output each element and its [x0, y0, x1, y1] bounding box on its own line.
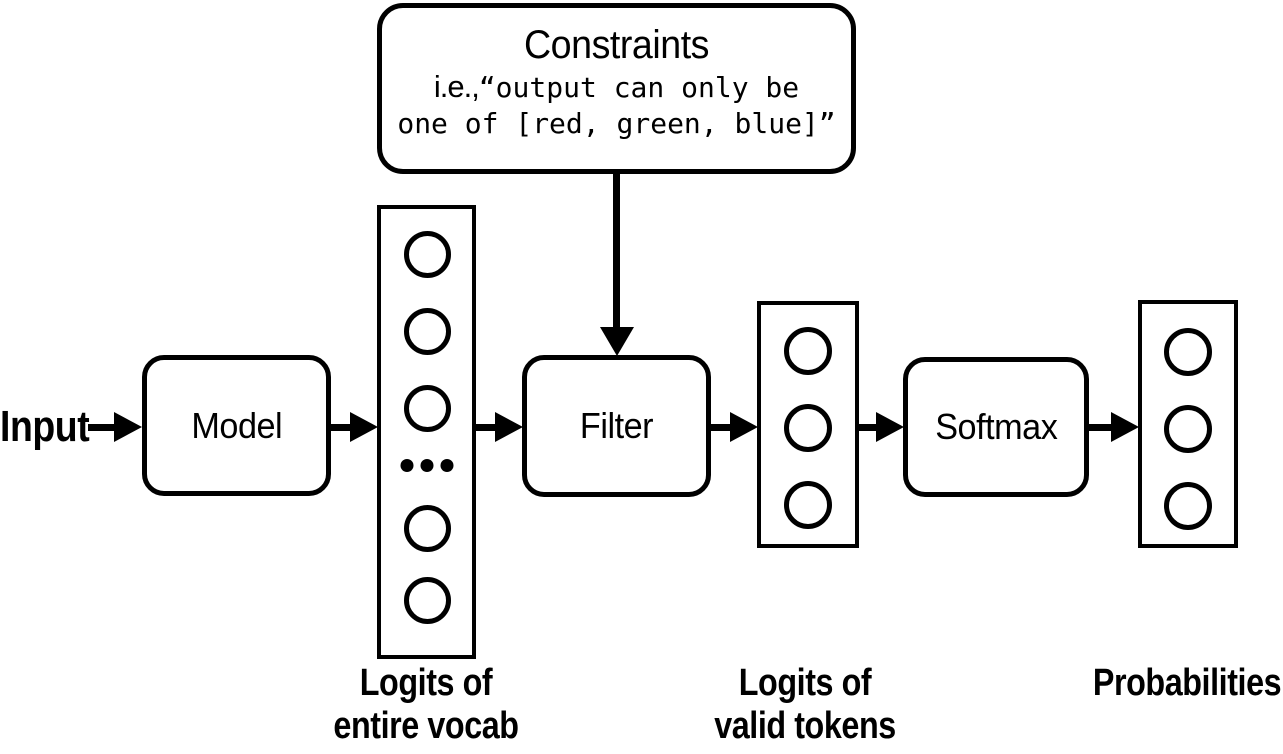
caption-line: Probabilities — [1092, 662, 1282, 704]
token-circle — [1164, 328, 1212, 376]
arrow-right-icon-valid-to-softmax — [858, 412, 904, 442]
softmax-node: Softmax — [903, 357, 1089, 497]
arrow-right-icon-vocab-to-filter — [474, 412, 523, 442]
arrow-shaft — [474, 423, 495, 431]
token-circle — [1164, 482, 1212, 530]
arrow-shaft — [88, 423, 114, 431]
arrow-shaft — [858, 423, 876, 431]
arrow-down-icon — [599, 173, 634, 356]
arrow-right-icon-filter-to-valid — [710, 412, 758, 442]
model-node-label: Model — [191, 404, 282, 446]
token-circle — [784, 327, 832, 375]
caption-logits-valid-tokens: Logits of valid tokens — [678, 662, 933, 748]
caption-logits-entire-vocab: Logits of entire vocab — [299, 662, 554, 748]
arrow-head — [495, 412, 523, 442]
arrow-right-icon-input-to-model — [88, 412, 142, 442]
constraints-example-line2: one of [red, green, blue]” — [397, 107, 836, 140]
token-circle — [403, 385, 451, 432]
token-circle — [784, 404, 832, 452]
arrow-shaft — [1088, 423, 1111, 431]
caption-probabilities: Probabilities — [1060, 662, 1283, 705]
token-circle — [403, 308, 451, 355]
valid-logits-column — [757, 301, 859, 548]
arrow-head — [599, 327, 634, 356]
constraints-example-line1: i.e.,“output can only be — [382, 69, 851, 106]
constraints-box: Constraints i.e.,“output can only be one… — [377, 3, 856, 174]
caption-line: Logits of — [738, 662, 872, 704]
vocab-logits-column — [377, 205, 476, 659]
arrow-head — [114, 412, 142, 442]
token-circle — [1164, 405, 1212, 453]
arrow-head — [350, 412, 378, 442]
arrow-right-icon-model-to-vocab — [330, 412, 378, 442]
constraints-example-quote-start: “output can only be — [478, 71, 800, 104]
constraints-example-prefix: i.e., — [433, 69, 480, 104]
constraints-title: Constraints — [523, 23, 710, 67]
arrow-right-icon-softmax-to-prob — [1088, 412, 1139, 442]
token-circle — [403, 505, 451, 552]
filter-node: Filter — [522, 355, 711, 497]
softmax-node-label: Softmax — [934, 406, 1058, 447]
arrow-head — [730, 412, 758, 442]
caption-line: valid tokens — [714, 705, 896, 747]
model-node: Model — [142, 355, 331, 496]
arrow-head — [876, 412, 904, 442]
token-circle — [403, 231, 451, 278]
arrow-shaft — [613, 173, 620, 327]
ellipsis-icon — [400, 459, 453, 472]
caption-line: Logits of — [359, 662, 493, 704]
arrow-shaft — [710, 423, 730, 431]
caption-line: entire vocab — [333, 705, 519, 747]
filter-node-label: Filter — [579, 405, 654, 446]
input-label: Input — [0, 402, 90, 451]
arrow-head — [1111, 412, 1139, 442]
arrow-shaft — [330, 423, 350, 431]
probabilities-column — [1138, 300, 1238, 548]
token-circle — [403, 577, 451, 624]
token-circle — [784, 481, 832, 529]
